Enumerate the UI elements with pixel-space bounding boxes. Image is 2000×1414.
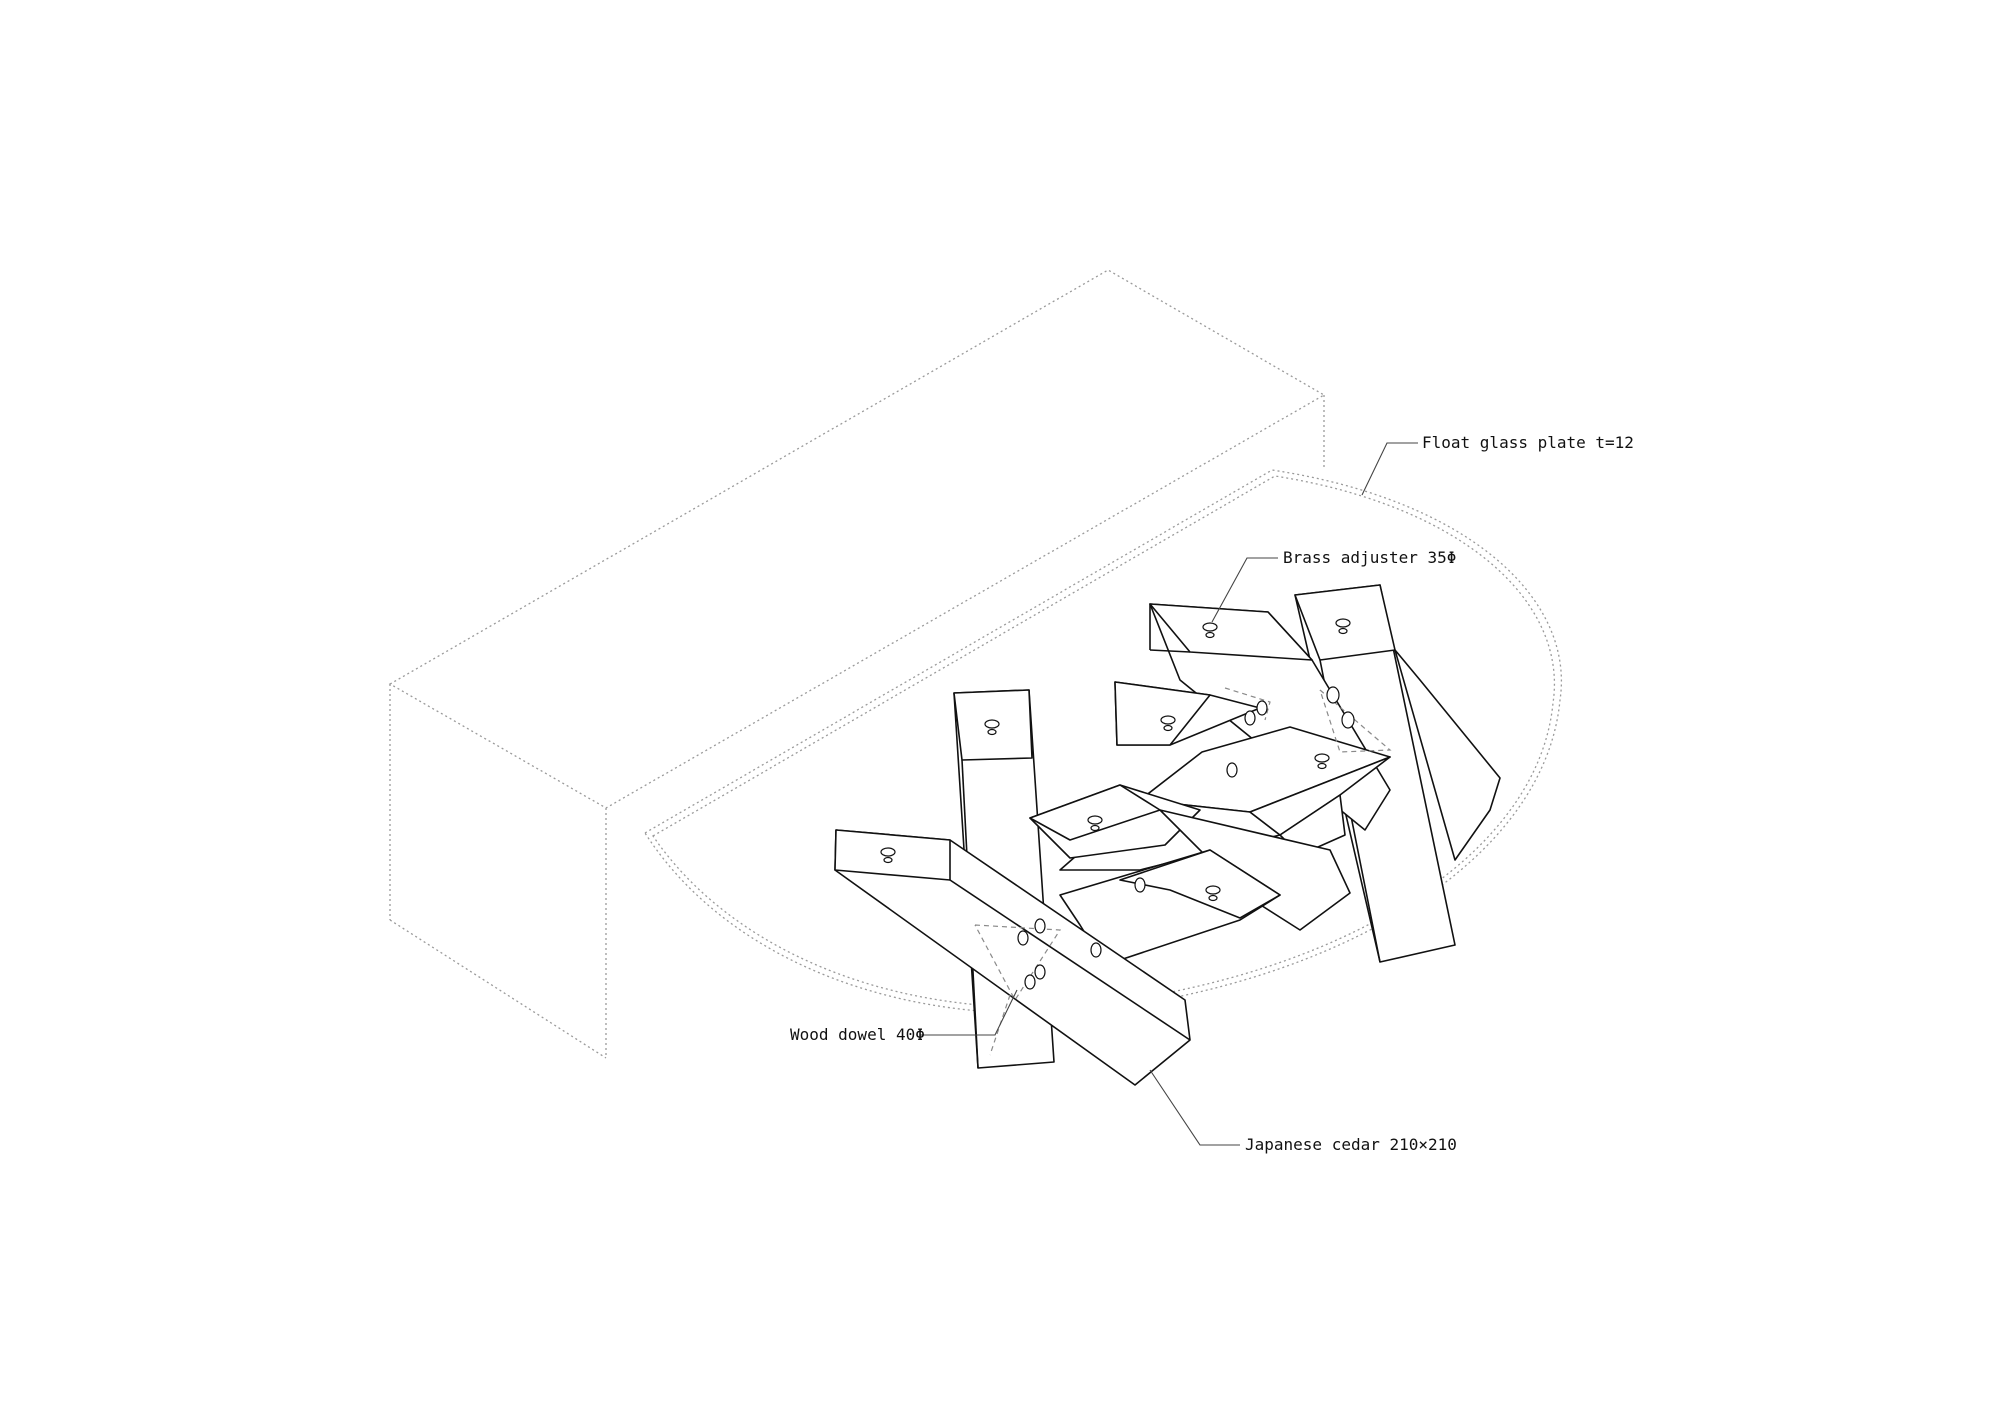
cedar-beam-lower-right bbox=[1059, 849, 1281, 966]
context-box bbox=[388, 269, 1326, 1059]
label-brass-adjuster: Brass adjuster 35Φ bbox=[1283, 548, 1457, 567]
brass-adjusters bbox=[880, 618, 1351, 902]
cedar-beam-upper-middle bbox=[1114, 681, 1261, 746]
cedar-beam-lower-middle bbox=[1029, 784, 1351, 931]
wood-dowels bbox=[1017, 686, 1355, 990]
label-japanese-cedar: Japanese cedar 210×210 bbox=[1245, 1135, 1457, 1154]
leader-glass-plate bbox=[1361, 442, 1418, 496]
label-float-glass-plate: Float glass plate t=12 bbox=[1422, 433, 1634, 452]
leader-cedar bbox=[1149, 1069, 1240, 1146]
leader-brass-adjuster bbox=[1211, 557, 1278, 623]
leader-wood-dowel bbox=[920, 989, 1018, 1036]
label-wood-dowel: Wood dowel 40Φ bbox=[790, 1025, 925, 1044]
leader-lines bbox=[920, 442, 1418, 1146]
